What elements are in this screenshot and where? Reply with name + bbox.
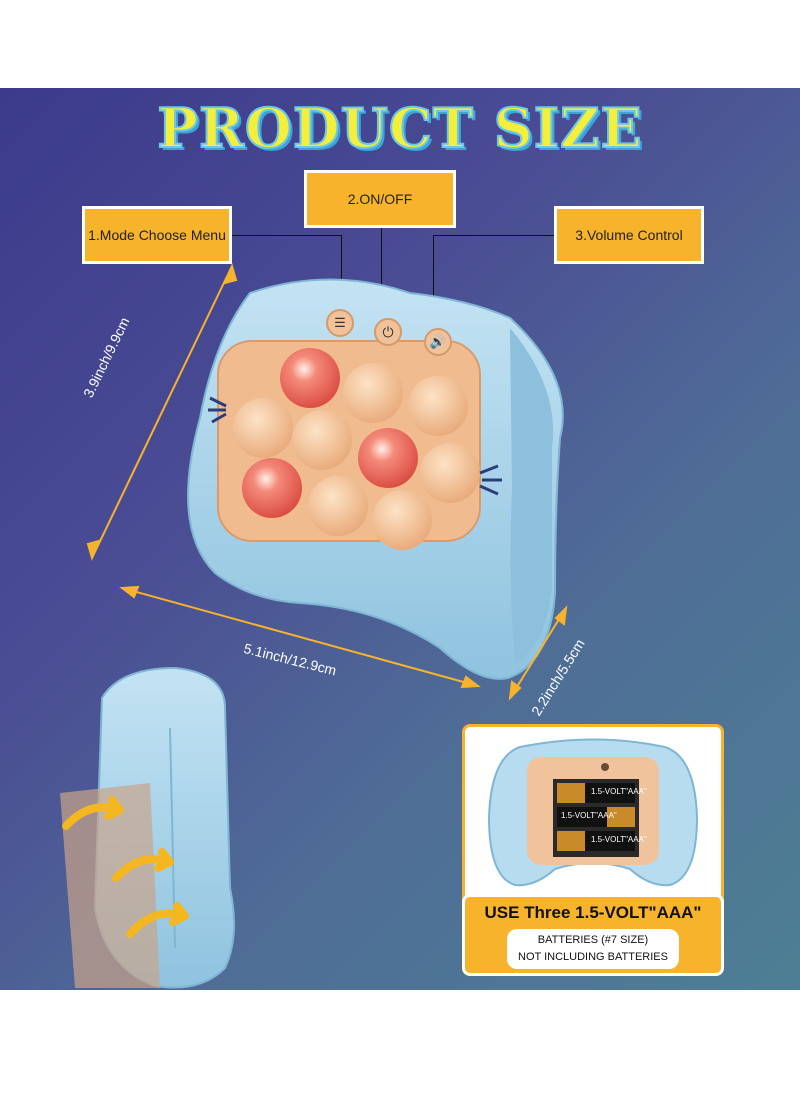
power-icon: ⏻ xyxy=(374,318,402,346)
gamepad-front-illustration xyxy=(60,262,568,989)
battery-label-2: 1.5-VOLT"AAA" xyxy=(561,811,617,820)
battery-label-3: 1.5-VOLT"AAA" xyxy=(591,835,647,844)
leader-line-mode xyxy=(232,235,342,236)
gamepad-back-illustration xyxy=(487,738,699,887)
callout-mode-menu: 1.Mode Choose Menu xyxy=(82,206,232,264)
battery-note-headline: USE Three 1.5-VOLT"AAA" xyxy=(484,903,702,922)
leader-line-volume xyxy=(433,235,554,236)
callout-volume-label: 3.Volume Control xyxy=(575,227,683,243)
battery-note-line2: NOT INCLUDING BATTERIES xyxy=(518,951,668,963)
leader-line-mode-v xyxy=(341,235,342,315)
battery-note-line1: BATTERIES (#7 SIZE) xyxy=(537,934,649,946)
menu-icon: ☰ xyxy=(326,309,354,337)
leader-line-power xyxy=(381,228,382,316)
battery-note: USE Three 1.5-VOLT"AAA" BATTERIES (#7 SI… xyxy=(462,894,724,976)
battery-note-body: BATTERIES (#7 SIZE) NOT INCLUDING BATTER… xyxy=(507,929,679,969)
callout-mode-label: 1.Mode Choose Menu xyxy=(88,227,226,243)
pop-buttons xyxy=(233,348,480,550)
product-image-panel: PRODUCT SIZE 1.Mode Choose Menu 2.ON/OFF… xyxy=(0,88,800,990)
callout-on-off: 2.ON/OFF xyxy=(304,170,456,228)
leader-line-volume-v xyxy=(433,235,434,333)
callout-power-label: 2.ON/OFF xyxy=(347,191,413,207)
page-title: PRODUCT SIZE xyxy=(156,95,643,161)
volume-icon: 🔊 xyxy=(424,328,452,356)
callout-volume: 3.Volume Control xyxy=(554,206,704,264)
battery-label-1: 1.5-VOLT"AAA" xyxy=(591,787,647,796)
